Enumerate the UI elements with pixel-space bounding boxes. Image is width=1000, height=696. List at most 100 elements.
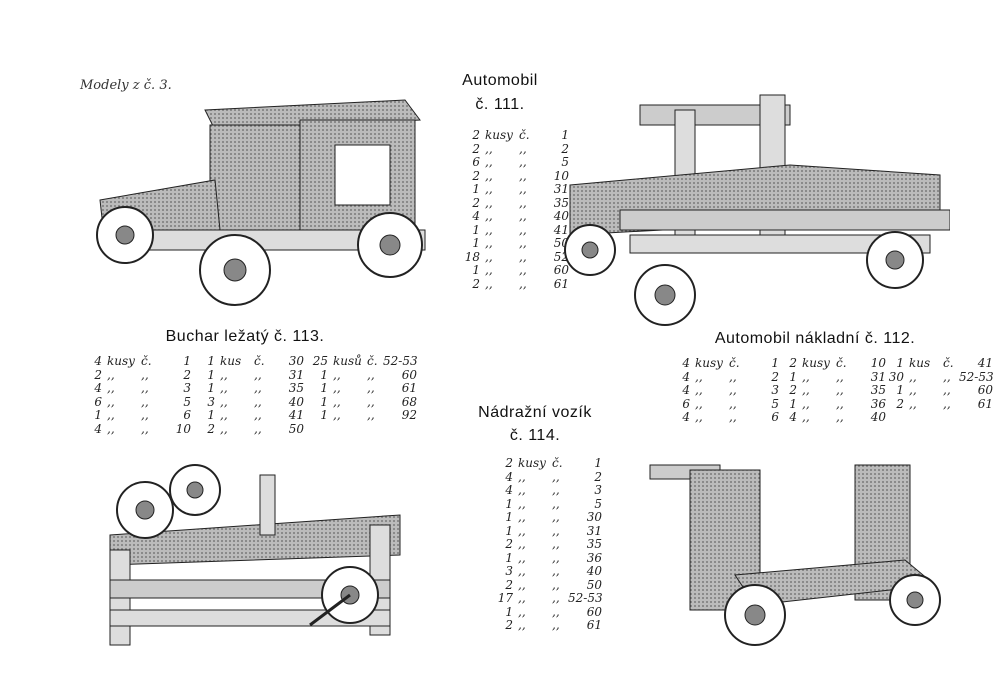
- unit: ,,: [802, 383, 810, 397]
- part-number: 50: [586, 577, 602, 592]
- part-number: 5: [771, 396, 779, 411]
- unit: ,,: [802, 369, 810, 384]
- number-prefix: ,,: [729, 369, 737, 384]
- number-prefix: ,,: [141, 394, 149, 409]
- number-prefix: ,,: [552, 483, 560, 497]
- parts-row: 4,,,,6: [672, 410, 779, 425]
- parts-row: 1,,,,68: [310, 394, 417, 410]
- quantity: 1: [472, 182, 480, 196]
- quantity: 1: [896, 356, 904, 370]
- part-number: 36: [870, 396, 886, 411]
- quantity: 1: [207, 408, 215, 422]
- unit: ,,: [485, 236, 493, 250]
- quantity: 2: [505, 577, 513, 592]
- number-prefix: č.: [254, 354, 265, 368]
- quantity: 1: [505, 604, 513, 619]
- part-number: 36: [586, 550, 602, 565]
- part-number: 2: [561, 141, 569, 156]
- number-prefix: ,,: [519, 209, 527, 223]
- unit: ,,: [485, 141, 493, 156]
- number-prefix: ,,: [254, 381, 262, 395]
- parts-row: 3,,,,40: [197, 395, 304, 410]
- unit: ,,: [695, 383, 703, 397]
- quantity: 2: [789, 383, 797, 397]
- parts-row: 1,,,,36: [495, 550, 602, 566]
- number-prefix: ,,: [519, 249, 527, 264]
- parts-row: 4,,,,3: [495, 483, 602, 498]
- parts-row: 1,,,,31: [779, 369, 886, 385]
- parts-row: 1,,,,30: [495, 510, 602, 525]
- parts-row: 2,,,,2: [462, 141, 569, 157]
- part-number: 60: [977, 383, 993, 397]
- part-number: 10: [553, 168, 569, 183]
- quantity: 25: [312, 354, 328, 368]
- unit: kusy: [802, 356, 830, 370]
- quantity: 1: [505, 510, 513, 524]
- part-number: 40: [586, 564, 602, 578]
- parts-row: 17,,,,52-53: [495, 591, 603, 606]
- part-number: 60: [586, 604, 602, 619]
- unit: kus: [220, 354, 242, 368]
- parts-row: 4,,,,2: [672, 369, 779, 385]
- unit: ,,: [107, 421, 115, 436]
- quantity: 4: [94, 381, 102, 395]
- unit: ,,: [485, 276, 493, 291]
- quantity: 3: [505, 564, 513, 578]
- part-number: 2: [183, 367, 191, 382]
- number-prefix: ,,: [141, 381, 149, 395]
- model-111-title-line2: č. 111.: [475, 96, 525, 113]
- unit: ,,: [107, 394, 115, 409]
- unit: ,,: [518, 577, 526, 592]
- unit: ,,: [485, 155, 493, 169]
- number-prefix: ,,: [836, 410, 844, 424]
- number-prefix: ,,: [729, 410, 737, 424]
- quantity: 2: [472, 128, 480, 142]
- part-number: 1: [594, 456, 602, 470]
- number-prefix: č.: [519, 128, 530, 142]
- number-prefix: ,,: [141, 408, 149, 422]
- part-number: 3: [183, 381, 191, 395]
- number-prefix: ,,: [943, 383, 951, 397]
- unit: ,,: [333, 381, 341, 395]
- quantity: 2: [505, 456, 513, 470]
- parts-row: 2,,,,35: [462, 196, 569, 211]
- parts-row: 2,,,,50: [197, 422, 304, 437]
- quantity: 1: [207, 381, 215, 395]
- parts-row: 6,,,,5: [84, 394, 191, 410]
- part-number: 61: [553, 276, 569, 291]
- part-number: 41: [977, 356, 993, 370]
- number-prefix: ,,: [836, 383, 844, 397]
- quantity: 1: [320, 394, 328, 409]
- parts-row: 1,,,,60: [495, 604, 602, 620]
- quantity: 1: [505, 496, 513, 511]
- number-prefix: ,,: [519, 263, 527, 277]
- part-number: 30: [288, 354, 304, 368]
- parts-row: 18,,,,52: [462, 249, 569, 265]
- number-prefix: ,,: [836, 369, 844, 384]
- number-prefix: ,,: [367, 381, 375, 395]
- number-prefix: ,,: [836, 396, 844, 411]
- parts-row: 2,,,,35: [495, 537, 602, 552]
- unit: ,,: [518, 523, 526, 538]
- unit: ,,: [485, 249, 493, 264]
- number-prefix: č.: [729, 356, 740, 370]
- number-prefix: ,,: [254, 367, 262, 382]
- parts-row: 2,,,,10: [462, 168, 569, 184]
- unit: ,,: [518, 564, 526, 578]
- part-number: 31: [553, 182, 569, 196]
- part-number: 35: [586, 537, 602, 551]
- parts-row: 3,,,,40: [495, 564, 602, 579]
- number-prefix: č.: [367, 354, 378, 368]
- quantity: 1: [207, 354, 215, 368]
- part-number: 35: [870, 383, 886, 397]
- number-prefix: ,,: [552, 496, 560, 511]
- part-number: 30: [586, 510, 602, 524]
- quantity: 4: [505, 483, 513, 497]
- model-113-title: Buchar ležatý č. 113.: [165, 328, 325, 345]
